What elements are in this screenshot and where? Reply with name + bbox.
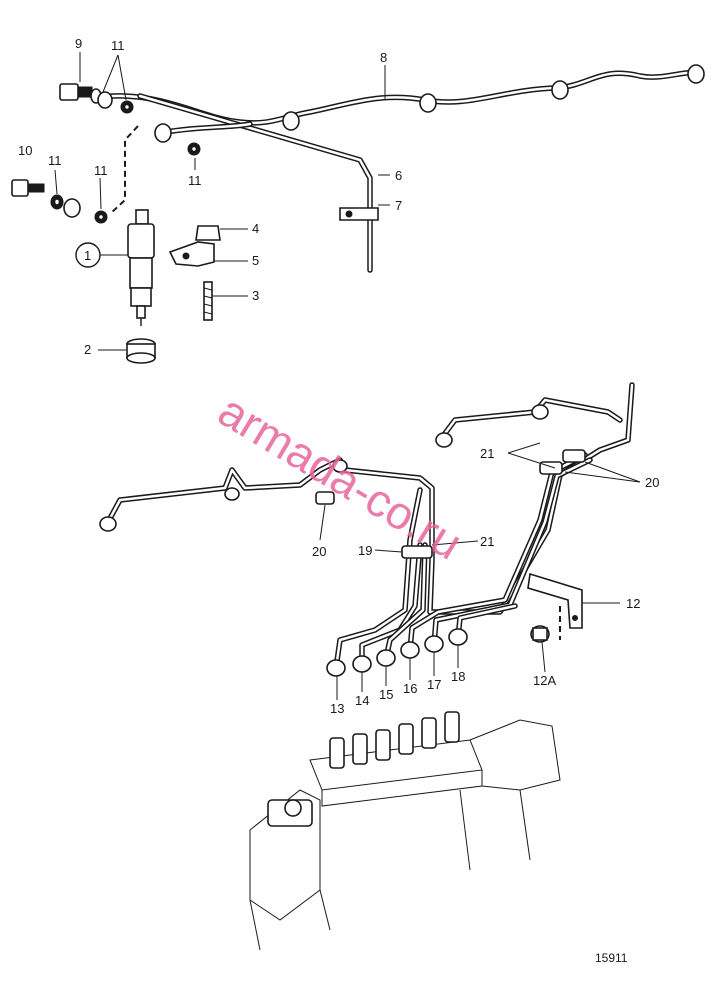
callout-7: 7 [395, 198, 402, 213]
bracket [527, 572, 583, 643]
callout-20: 20 [312, 544, 326, 559]
banjo-bolt-left [11, 179, 108, 224]
banjo-bolt-top [59, 83, 201, 156]
injector-clamp [168, 225, 221, 321]
watermark: armada-co.ru [210, 384, 471, 569]
callout-11: 11 [188, 173, 202, 188]
callout-19: 19 [358, 543, 372, 558]
callout-12: 12 [626, 596, 640, 611]
callout-1: 1 [84, 248, 91, 263]
callout-10: 10 [18, 143, 32, 158]
callout-11: 11 [111, 38, 125, 53]
callout-8: 8 [380, 50, 387, 65]
callout-5: 5 [252, 253, 259, 268]
callout-21: 21 [480, 534, 494, 549]
callout-18: 18 [451, 669, 465, 684]
callout-13: 13 [330, 701, 344, 716]
callout-15: 15 [379, 687, 393, 702]
callout-6: 6 [395, 168, 402, 183]
callout-16: 16 [403, 681, 417, 696]
callout-11: 11 [94, 163, 108, 178]
pipe-clamp [339, 207, 379, 221]
figure-number: 15911 [595, 951, 628, 965]
leader-lines [54, 52, 641, 700]
upper-assembly [11, 64, 705, 364]
callout-12a: 12A [533, 673, 556, 688]
callout-11: 11 [48, 153, 62, 168]
injection-pump [249, 711, 561, 951]
callout-17: 17 [427, 677, 441, 692]
callout-circle [75, 242, 101, 268]
leak-off-pipe [97, 69, 701, 273]
callout-2: 2 [84, 342, 91, 357]
callout-21: 21 [480, 446, 494, 461]
banjo-fittings [154, 64, 705, 143]
callout-9: 9 [75, 36, 82, 51]
callout-14: 14 [355, 693, 369, 708]
delivery-pipes [105, 382, 635, 671]
callout-20: 20 [645, 475, 659, 490]
injector-seal [126, 338, 156, 364]
injector [127, 209, 155, 326]
callout-3: 3 [252, 288, 259, 303]
callout-labels: 9 11 8 11 6 7 10 11 11 4 1 5 3 2 21 20 2… [18, 36, 659, 716]
callout-4: 4 [252, 221, 259, 236]
pump-elements [329, 711, 460, 769]
